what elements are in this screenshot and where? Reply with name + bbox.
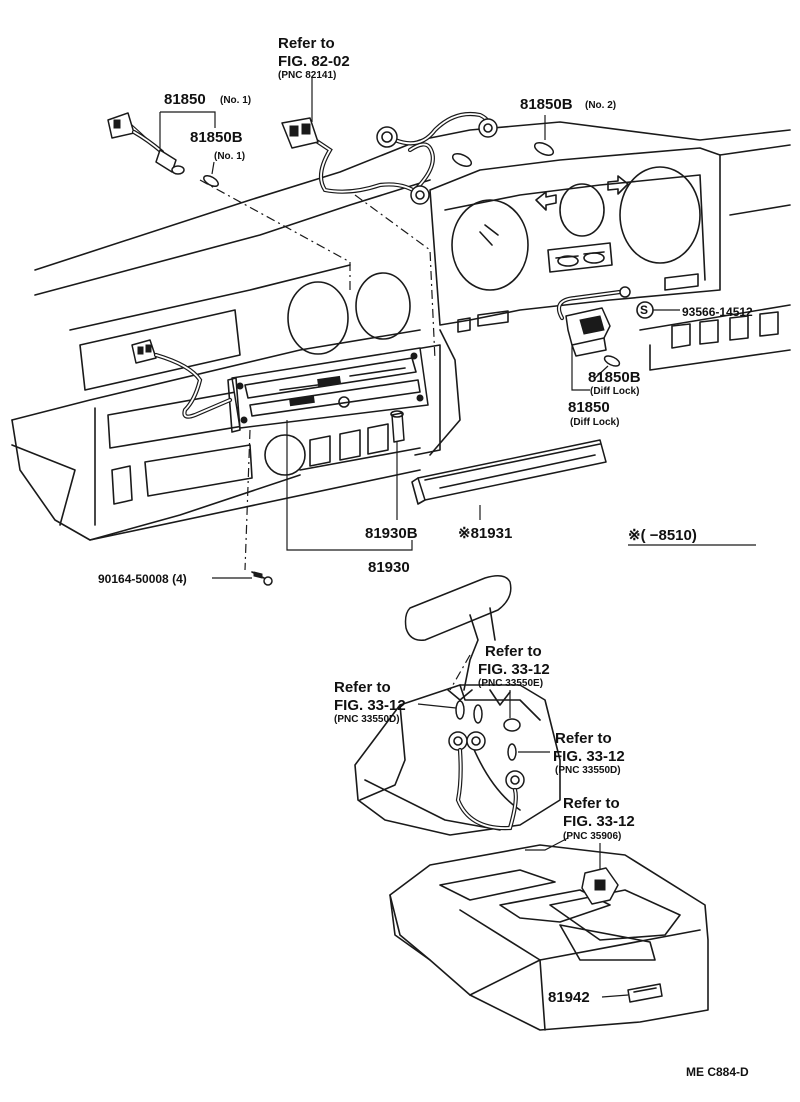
shift-knob bbox=[404, 575, 512, 691]
label-no1-b: (No. 1) bbox=[214, 151, 245, 162]
label-diagram-code: ME C884-D bbox=[686, 1065, 749, 1079]
instrument-panel bbox=[11, 121, 791, 541]
label-fig-d1: FIG. 33-12 bbox=[334, 697, 406, 714]
label-pnc-82141: (PNC 82141) bbox=[278, 70, 336, 81]
label-no2: (No. 2) bbox=[585, 100, 616, 111]
label-refer-e: Refer to bbox=[485, 643, 542, 660]
label-90164-50008: 90164-50008 (4) bbox=[98, 572, 187, 586]
label-93566-14512: 93566-14512 bbox=[682, 305, 753, 319]
label-81930: 81930 bbox=[368, 559, 410, 576]
socket-left-heater bbox=[131, 339, 233, 419]
label-fig-e: FIG. 33-12 bbox=[478, 661, 550, 678]
diff-lock-socket bbox=[556, 286, 654, 367]
label-refer-d2: Refer to bbox=[555, 730, 612, 747]
label-81930b: 81930B bbox=[365, 525, 418, 542]
screw-90164 bbox=[251, 571, 273, 586]
heater-control-panel bbox=[227, 347, 429, 433]
shift-boot-panel bbox=[354, 684, 561, 836]
label-note-range: ※( −8510) bbox=[628, 527, 697, 544]
label-81942: 81942 bbox=[548, 989, 590, 1006]
label-no1-a: (No. 1) bbox=[220, 95, 251, 106]
label-81850b-difflock: 81850B bbox=[588, 369, 641, 386]
label-81850-difflock: 81850 bbox=[568, 399, 610, 416]
callout-labels: Refer to FIG. 82-02 (PNC 82141) 81850 (N… bbox=[98, 35, 753, 1079]
label-81850-no1: 81850 bbox=[164, 91, 206, 108]
bulb-81930b bbox=[390, 410, 405, 443]
label-difflock-a: (Diff Lock) bbox=[590, 386, 639, 397]
label-81850b-no1: 81850B bbox=[190, 129, 243, 146]
leader-lines bbox=[159, 78, 756, 998]
label-pnc-33550e: (PNC 33550E) bbox=[478, 678, 543, 689]
label-fig-35: FIG. 33-12 bbox=[563, 813, 635, 830]
label-difflock-b: (Diff Lock) bbox=[570, 417, 619, 428]
label-pnc-35906: (PNC 35906) bbox=[563, 831, 621, 842]
label-81931: ※81931 bbox=[458, 525, 512, 542]
center-console bbox=[389, 844, 709, 1031]
label-pnc-33550d-2: (PNC 33550D) bbox=[555, 765, 621, 776]
label-81850b-no2: 81850B bbox=[520, 96, 573, 113]
socket-81850-no1 bbox=[107, 112, 219, 188]
label-refer-82: Refer to bbox=[278, 35, 335, 52]
wiring-harness-top bbox=[281, 111, 555, 205]
label-fig-d2: FIG. 33-12 bbox=[553, 748, 625, 765]
label-refer-d1: Refer to bbox=[334, 679, 391, 696]
label-s-mark: S bbox=[640, 303, 648, 317]
label-pnc-33550d-1: (PNC 33550D) bbox=[334, 714, 400, 725]
label-refer-35: Refer to bbox=[563, 795, 620, 812]
label-fig-82: FIG. 82-02 bbox=[278, 53, 350, 70]
lens-81931 bbox=[411, 439, 607, 505]
